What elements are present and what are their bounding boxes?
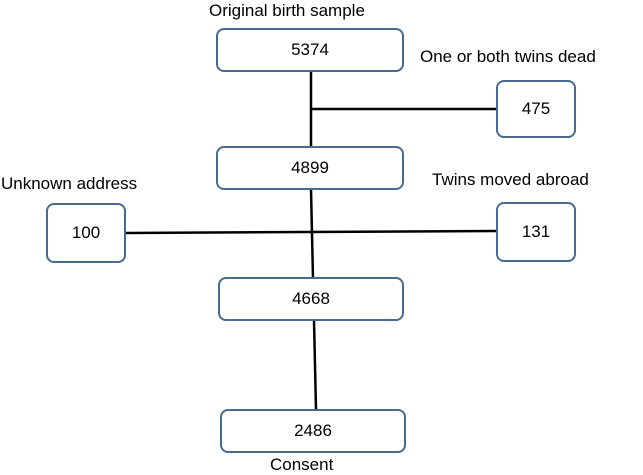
label-unknown-address: Unknown address	[1, 174, 138, 193]
node-consent: 2486	[220, 409, 406, 453]
node-after-dead-excluded: 4899	[216, 146, 404, 190]
node-unknown-address: 100	[46, 203, 126, 263]
node-after-moves-excluded: 4668	[218, 277, 404, 321]
connector-4899-to-4668	[309, 188, 315, 279]
node-twins-dead: 475	[496, 80, 576, 138]
label-twins-moved-abroad: Twins moved abroad	[432, 170, 589, 189]
connector-branch-unknown-abroad	[123, 229, 498, 235]
node-twins-moved-abroad: 131	[496, 202, 576, 262]
label-original-birth-sample: Original birth sample	[209, 1, 365, 20]
connector-4668-to-consent	[312, 319, 318, 411]
node-original-birth-sample: 5374	[216, 28, 404, 72]
label-twins-dead: One or both twins dead	[420, 47, 596, 66]
label-consent: Consent	[270, 455, 334, 474]
